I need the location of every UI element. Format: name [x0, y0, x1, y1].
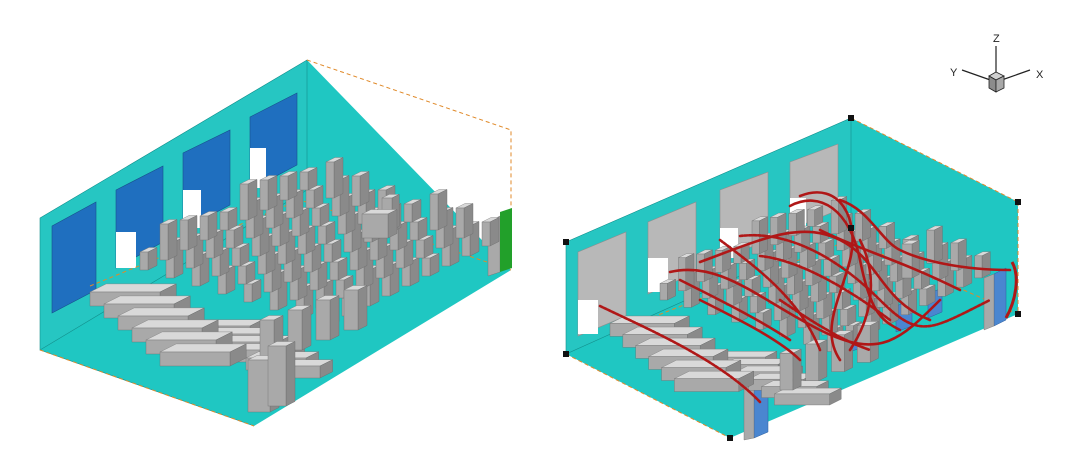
streamline-6 [718, 238, 822, 352]
left-boxes-tower-71 [481, 217, 500, 247]
right-boxes-tower-67 [878, 221, 895, 249]
left-boxes-tower-0 [139, 247, 158, 271]
right-boxes-pillar-86 [831, 330, 853, 372]
handle-inner[interactable] [848, 225, 854, 231]
left-boxes-tower-65 [325, 157, 344, 199]
axis-x-label: X [1036, 69, 1044, 81]
left-boxes-tower-36 [323, 239, 342, 263]
left-boxes-tower-43 [317, 221, 336, 245]
right-boxes-tower-47 [919, 284, 936, 306]
right-window-1-opening [578, 300, 598, 334]
right-boxes-tower-56 [788, 209, 805, 236]
handle-left-bottom[interactable] [563, 351, 569, 357]
right-tall-unit [901, 240, 920, 279]
selection-handles[interactable] [563, 115, 1021, 441]
right-boxes-tower-71 [974, 251, 991, 279]
left-boxes-tower-70 [455, 203, 474, 239]
axes-triad: Z Y X [950, 33, 1044, 93]
right-boxes-pillar-85 [805, 339, 828, 382]
right-boxes-tower-69 [926, 225, 943, 264]
right-boxes-tower-66 [854, 209, 871, 242]
left-room-panel [39, 59, 512, 427]
right-boxes-tower-16 [696, 249, 713, 282]
left-boxes-tower-69 [429, 189, 448, 231]
left-boxes-tower-8 [159, 219, 178, 261]
handle-bottom[interactable] [727, 435, 733, 441]
streamline-1 [668, 268, 942, 346]
streamline-9 [758, 254, 892, 322]
right-room-panel [563, 115, 1021, 441]
left-boxes-pillar-85 [287, 305, 312, 351]
axis-z-label: Z [993, 33, 1000, 45]
streamline-8 [818, 228, 962, 292]
left-boxes-tower-47 [421, 253, 440, 277]
handle-left-top[interactable] [563, 239, 569, 245]
streamline-11 [848, 238, 873, 352]
left-inlet-green [500, 208, 512, 272]
left-boxes-tower-39 [401, 257, 420, 287]
left-equipment-boxes [89, 157, 500, 413]
streamline-10 [838, 198, 1012, 272]
right-boxes-tower-0 [659, 278, 676, 301]
left-boxes-tower-56 [279, 171, 298, 201]
left-boxes-bench-82 [159, 343, 247, 367]
triad-cube-icon [988, 71, 1005, 93]
handle-right-bottom[interactable] [1015, 311, 1021, 317]
left-boxes-tower-32 [219, 207, 238, 231]
handle-right-top[interactable] [1015, 199, 1021, 205]
left-back-unit [361, 209, 398, 239]
right-boxes-pillar-84 [779, 348, 802, 391]
right-boxes-pillar-87 [857, 321, 879, 363]
left-boxes-tower-40 [239, 179, 258, 221]
left-boxes-tower-16 [179, 215, 198, 251]
streamline-12 [778, 298, 872, 352]
streamline-7 [678, 278, 792, 342]
right-boxes-bench-82 [674, 370, 754, 392]
left-boxes-pillar-87 [343, 285, 368, 331]
airflow-streamlines [598, 191, 1018, 404]
left-boxes-tower-68 [403, 199, 422, 223]
streamline-4 [788, 199, 902, 332]
axis-y-label: Y [950, 67, 958, 79]
streamline-13 [698, 298, 802, 362]
right-vent-side [993, 267, 1007, 327]
left-window-2-opening [116, 232, 136, 268]
left-boxes-pillar-86 [315, 295, 340, 341]
right-boxes-tower-50 [818, 238, 835, 260]
left-windows [51, 92, 298, 314]
streamline-inlet [1004, 261, 1018, 319]
streamline-3 [738, 233, 992, 328]
left-boxes-tower-66 [351, 171, 370, 207]
streamline-0 [598, 304, 762, 404]
left-boxes-tower-24 [199, 211, 218, 241]
handle-top[interactable] [848, 115, 854, 121]
left-boxes-tower-48 [259, 175, 278, 211]
left-window-4-opening [250, 148, 266, 188]
right-boxes-bench-83 [774, 387, 842, 406]
left-boxes-tower-64 [299, 167, 318, 191]
right-boxes-tower-64 [807, 205, 824, 227]
left-front-tall-unit-2 [267, 341, 296, 407]
